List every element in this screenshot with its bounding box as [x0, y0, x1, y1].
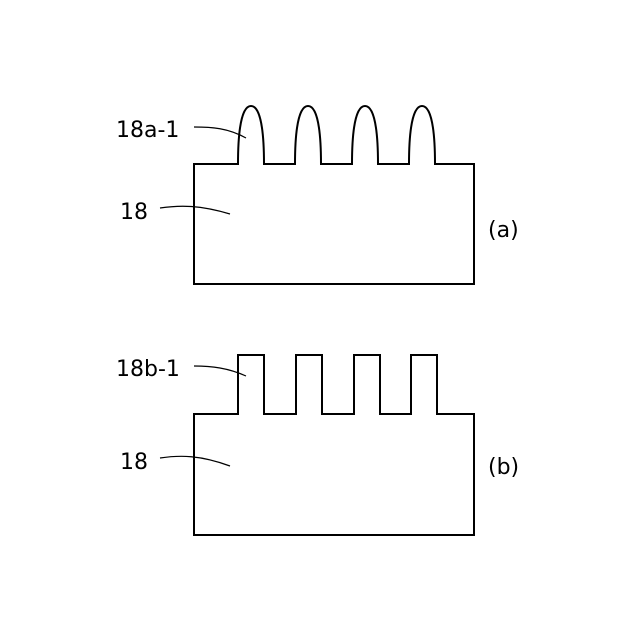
figure-b-body-label: 18	[120, 450, 148, 475]
figure-b-caption: (b)	[488, 455, 519, 480]
figure-b: 18b-1 18 (b)	[116, 355, 519, 535]
figure-a: 18a-1 18 (a)	[116, 106, 519, 284]
figure-b-body-outline	[194, 355, 474, 535]
figure-a-protrusion-label: 18a-1	[116, 118, 179, 143]
figure-b-protrusion-label: 18b-1	[116, 357, 180, 382]
figure-a-caption: (a)	[488, 218, 519, 243]
figure-a-body-label: 18	[120, 200, 148, 225]
